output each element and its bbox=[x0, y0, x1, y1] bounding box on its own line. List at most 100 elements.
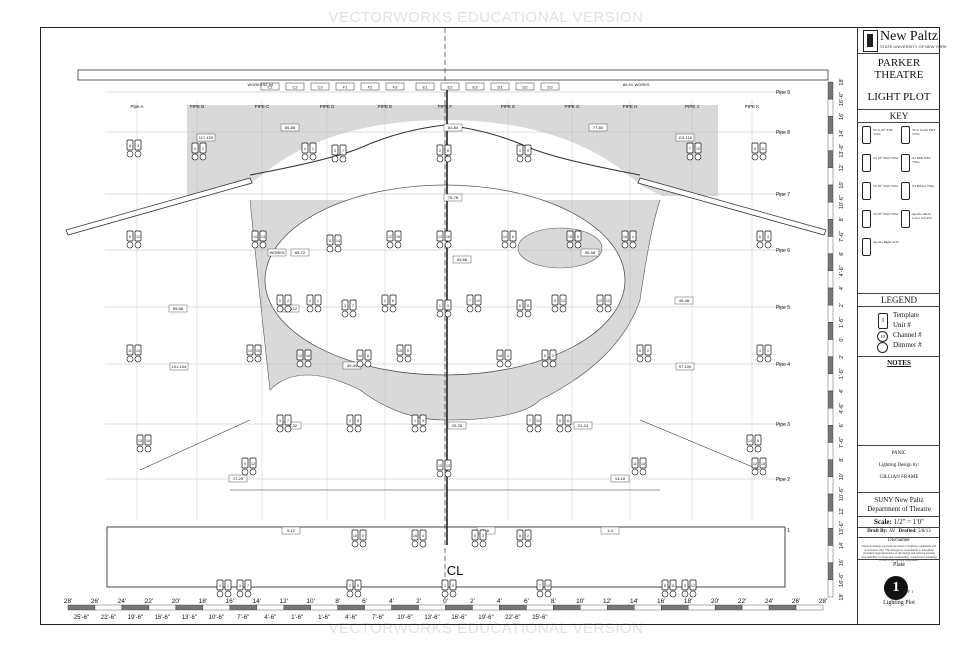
instrument: 1 bbox=[516, 144, 524, 163]
channel-circle-icon bbox=[669, 590, 677, 598]
channel-circle-icon bbox=[644, 355, 652, 363]
circuit-tag: 25-28 bbox=[452, 423, 463, 428]
instrument-body-icon bbox=[689, 579, 697, 591]
vscale-mark: 14' bbox=[839, 130, 845, 137]
unit-number: 6 bbox=[759, 235, 761, 239]
instrument: 12 bbox=[689, 579, 697, 598]
channel-circle-icon bbox=[504, 360, 512, 368]
scale-segment bbox=[418, 604, 446, 611]
instrument: 7 bbox=[686, 142, 694, 161]
notes-divider bbox=[858, 356, 940, 357]
instrument-body-icon bbox=[419, 529, 427, 541]
scale-mark: 6' bbox=[524, 598, 529, 605]
instrument: 4 bbox=[306, 294, 314, 313]
instrument-body-icon bbox=[754, 434, 762, 446]
instrument: 2 bbox=[436, 144, 444, 163]
vscale-mark: 8' bbox=[839, 458, 845, 462]
vscale-segment bbox=[827, 253, 834, 272]
vscale-segment bbox=[827, 493, 834, 512]
channel-circle-icon bbox=[331, 155, 339, 163]
instrument-body-icon bbox=[364, 349, 372, 361]
channel-circle-icon bbox=[524, 155, 532, 163]
instrument-body-icon bbox=[604, 294, 612, 306]
fixture-symbol-icon bbox=[862, 238, 871, 256]
instrument-body-icon bbox=[359, 529, 367, 541]
scale-half-mark: 16'-6" bbox=[451, 615, 466, 621]
channel-circle-icon bbox=[759, 153, 767, 161]
channel-circle-icon bbox=[136, 445, 144, 453]
instrument-body-icon bbox=[764, 344, 772, 356]
instrument-body-icon bbox=[479, 529, 487, 541]
instrument: 3 bbox=[764, 230, 772, 249]
fixture-symbol-icon bbox=[901, 154, 910, 172]
channel-circle-icon bbox=[359, 540, 367, 548]
circuit-tag: 69-72 bbox=[295, 250, 306, 255]
instrument: 3 bbox=[549, 349, 557, 368]
unit-number: 11 bbox=[566, 419, 570, 423]
instrument: 10 bbox=[251, 230, 259, 249]
instrument: 5 bbox=[636, 344, 644, 363]
scale-segment bbox=[553, 604, 581, 611]
instrument: 2 bbox=[524, 529, 532, 548]
unit-number: 9 bbox=[452, 584, 454, 588]
instrument: 5 bbox=[359, 529, 367, 548]
instrument: 3 bbox=[479, 529, 487, 548]
channel-circle-icon bbox=[436, 470, 444, 478]
instrument: 9 bbox=[681, 579, 689, 598]
circuit-tag-box bbox=[290, 248, 310, 257]
instrument-body-icon bbox=[436, 459, 444, 471]
instrument-body-icon bbox=[631, 457, 639, 469]
channel-circle-icon bbox=[524, 540, 532, 548]
instrument: 13 bbox=[444, 459, 452, 478]
scale-mark: 22' bbox=[145, 598, 153, 605]
unit-number: 2 bbox=[349, 584, 351, 588]
unit-number: 5 bbox=[519, 534, 521, 538]
scale-value: 1/2" = 1'0" bbox=[893, 518, 924, 526]
pipe-label-top: PIPE K bbox=[745, 104, 760, 109]
instrument: 9 bbox=[241, 457, 249, 476]
key-item-label: S4 19° ERS 750w bbox=[873, 156, 899, 160]
channel-circle-icon bbox=[754, 445, 762, 453]
scale-segment bbox=[714, 604, 743, 611]
instrument-body-icon bbox=[516, 299, 524, 311]
instrument: 3 bbox=[331, 144, 339, 163]
instrument: 3 bbox=[236, 579, 244, 598]
instrument-body-icon bbox=[339, 144, 347, 156]
channel-circle-icon bbox=[689, 590, 697, 598]
plate-number: 1 bbox=[892, 580, 900, 595]
instrument: 14 bbox=[639, 457, 647, 476]
instrument-body-icon bbox=[199, 142, 207, 154]
instrument: 10 bbox=[694, 142, 702, 161]
instrument: 4 bbox=[629, 230, 637, 249]
instrument-body-icon bbox=[411, 529, 419, 541]
instrument: 9 bbox=[444, 299, 452, 318]
instrument-body-icon bbox=[596, 294, 604, 306]
instrument-body-icon bbox=[681, 579, 689, 591]
key-item-label: 50 Jr 26° ERS 575w bbox=[873, 128, 893, 136]
instrument: 7 bbox=[349, 299, 357, 318]
instrument-body-icon bbox=[621, 230, 629, 242]
channel-circle-icon bbox=[241, 468, 249, 476]
instrument-body-icon bbox=[394, 230, 402, 242]
channel-circle-icon bbox=[364, 360, 372, 368]
unit-number: 12 bbox=[691, 584, 695, 588]
unit-number: 8 bbox=[754, 147, 756, 151]
circuit-tag: 39-44 bbox=[347, 363, 358, 368]
instrument-body-icon bbox=[301, 142, 309, 154]
vscale-mark: 14' bbox=[839, 542, 845, 549]
circuit-tag: 21-24 bbox=[578, 423, 589, 428]
vscale-segment bbox=[827, 356, 834, 375]
key-item-label: Apollo Right Arm bbox=[873, 240, 899, 244]
vertical-scale-bar: 18'16'-6"16'14'13'-6"12'10'10'-6"8'7'-6"… bbox=[827, 78, 845, 601]
unit-number: 12 bbox=[753, 462, 757, 466]
unit-number: 11 bbox=[526, 304, 530, 308]
unit-number: 3 bbox=[137, 144, 139, 148]
instrument: 2 bbox=[284, 294, 292, 313]
logo-name: New Paltz bbox=[880, 29, 938, 44]
channel-circle-icon bbox=[436, 241, 444, 249]
circuit-tag: WORKS bbox=[269, 250, 284, 255]
pipe-label-top: PIPE G bbox=[564, 104, 580, 109]
instrument-body-icon bbox=[534, 414, 542, 426]
pipe-label-top: Pipe A bbox=[130, 104, 143, 109]
